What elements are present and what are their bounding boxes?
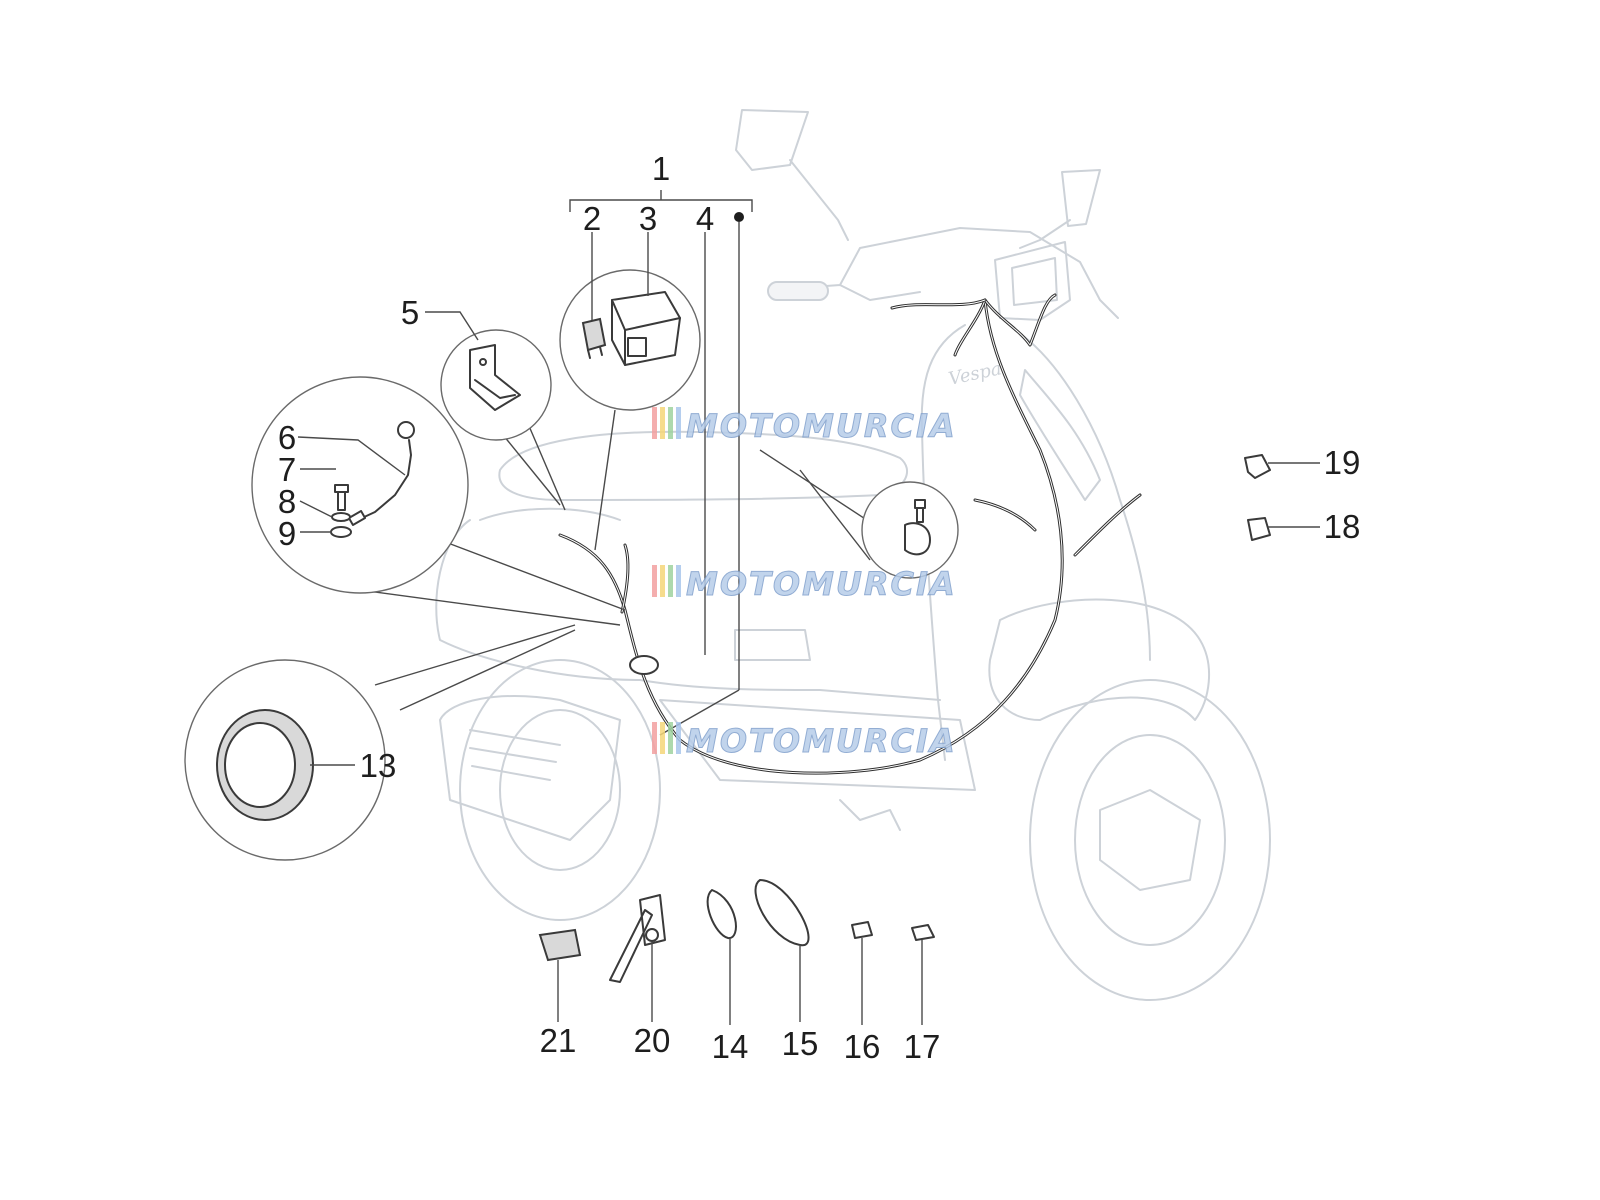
callout-9: 9 [278, 515, 296, 552]
watermark-3: MOTOMURCIA [652, 722, 957, 761]
callout-21: 21 [540, 1022, 577, 1059]
callout-5: 5 [401, 294, 419, 331]
clip-part-17 [911, 924, 935, 941]
zoom-bubble-connector [759, 449, 959, 579]
zoom-bubble-bracket [440, 329, 566, 511]
callout-16: 16 [844, 1028, 881, 1065]
bolt-part [334, 484, 349, 511]
cap-part [538, 928, 582, 962]
callout-7: 7 [278, 451, 296, 488]
zoom-bubble-control-unit [559, 269, 701, 551]
zoom-bubble-ground-cable [251, 376, 626, 626]
scooter-brand-text: Vespa [947, 358, 1004, 390]
callout-1: 1 [652, 150, 670, 187]
watermark-text-1: MOTOMURCIA [686, 407, 957, 445]
callout-6: 6 [278, 419, 296, 456]
zoom-bubble-grommet [184, 624, 576, 861]
clip-part-16 [851, 921, 873, 939]
exhaust [439, 695, 621, 841]
washer-part [331, 512, 351, 522]
rear-rim [499, 709, 621, 871]
watermark-1: MOTOMURCIA [652, 407, 957, 446]
handlebar [769, 227, 1119, 319]
washer-part-2 [330, 526, 352, 538]
floor-hatch [734, 629, 811, 661]
rear-tyre [459, 659, 661, 921]
front-hub [1099, 789, 1201, 891]
leg-shield [920, 324, 1151, 761]
left-grip [767, 281, 829, 301]
callout-4: 4 [696, 200, 714, 237]
callout-leaders [297, 190, 1320, 1025]
right-mirror [1019, 169, 1101, 249]
left-mirror [735, 109, 849, 241]
relay-part-18 [1247, 517, 1271, 541]
callout-19: 19 [1324, 444, 1361, 481]
relay-part-19 [1244, 454, 1271, 479]
body-panel [435, 507, 941, 701]
callout-15: 15 [782, 1025, 819, 1062]
watermark-text-2: MOTOMURCIA [686, 565, 957, 603]
callout-3: 3 [639, 200, 657, 237]
fuse-part [581, 317, 607, 352]
callout-2: 2 [583, 200, 601, 237]
callout-numbers: 1 2 3 4 5 6 7 8 9 13 14 15 16 17 18 19 2… [278, 150, 1361, 1065]
front-rim [1074, 734, 1226, 946]
connector-bolt [914, 499, 926, 523]
cable-loop-15 [754, 879, 810, 947]
exhaust-detail [469, 729, 561, 781]
stand [839, 799, 901, 831]
cable-loop-14 [706, 889, 737, 939]
callout-18: 18 [1324, 508, 1361, 545]
watermark-2: MOTOMURCIA [652, 565, 957, 604]
loose-parts [538, 454, 1271, 983]
watermark-text-3: MOTOMURCIA [686, 722, 957, 760]
ground-cable [361, 439, 412, 519]
connector-clamp [904, 522, 931, 556]
clamp-tie-part [609, 894, 666, 983]
shield-detail [1019, 369, 1101, 501]
callout-14: 14 [712, 1028, 749, 1065]
front-mudguard [988, 598, 1211, 721]
callout-17: 17 [904, 1028, 941, 1065]
bullet-dot [734, 212, 744, 222]
wiring-harness [558, 293, 1142, 775]
harness-clamp [629, 655, 659, 675]
scooter-outline [435, 109, 1271, 1001]
callout-20: 20 [634, 1022, 671, 1059]
headlight [994, 241, 1071, 321]
callout-8: 8 [278, 483, 296, 520]
callout-13: 13 [360, 747, 397, 784]
front-tyre [1029, 679, 1271, 1001]
